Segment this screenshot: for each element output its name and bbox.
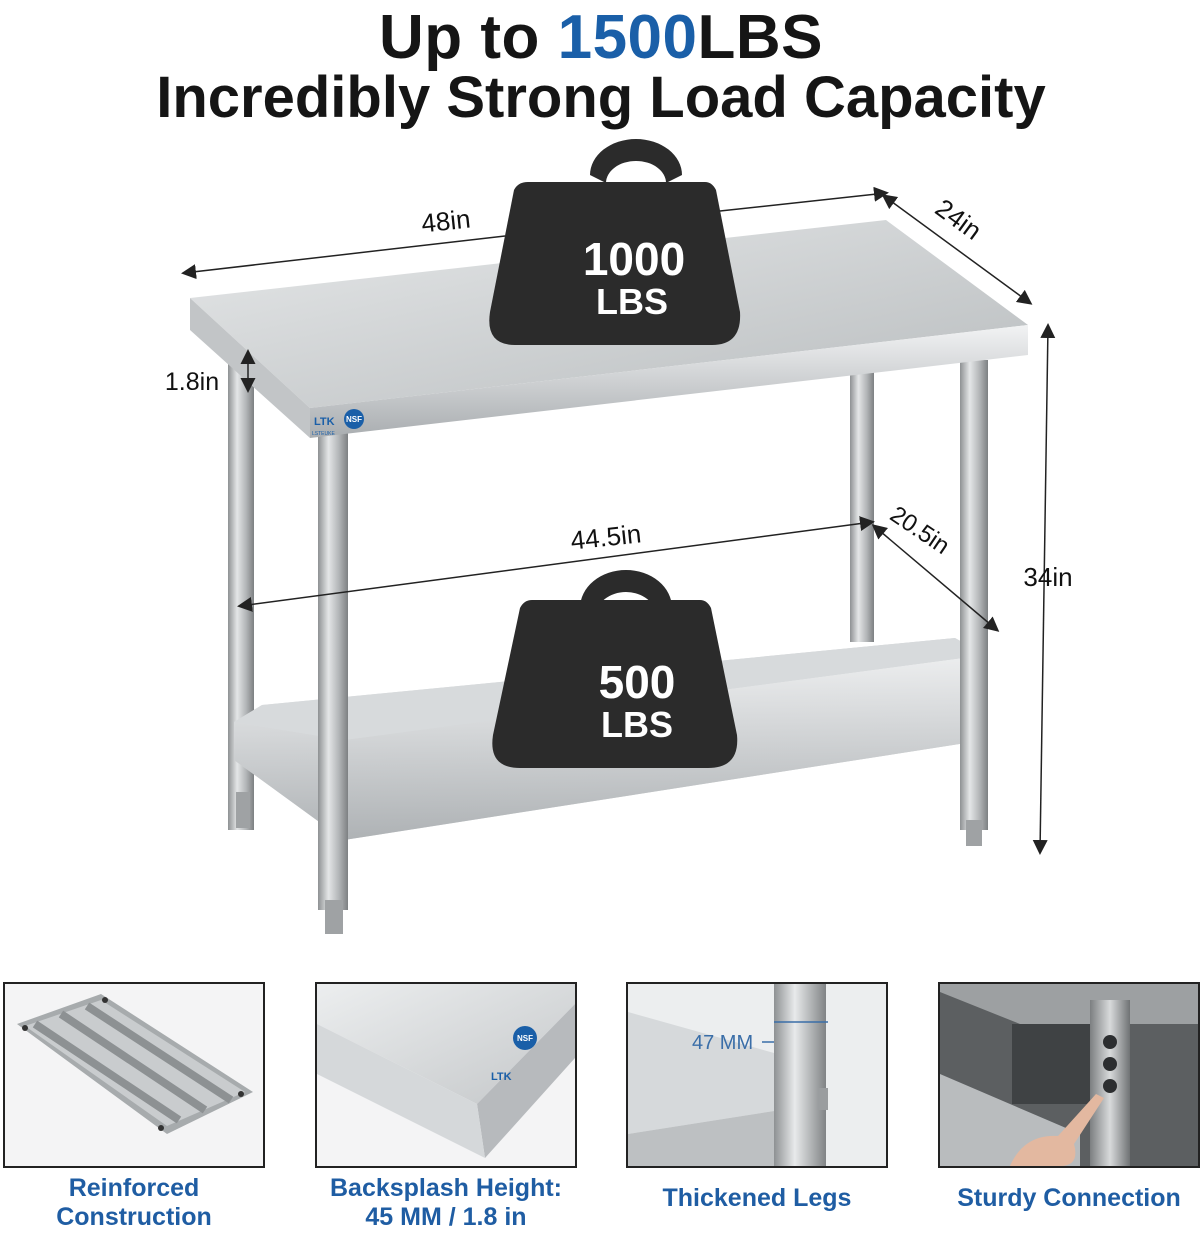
caption-sturdy-connection: Sturdy Connection: [957, 1184, 1181, 1212]
back-left-foot: [236, 792, 250, 828]
brand-badge: LTK: [314, 416, 335, 428]
thumb-sturdy-connection: [938, 982, 1200, 1168]
label-44-5in: 44.5in: [569, 518, 643, 555]
thumb-thickened-legs: 47 MM: [626, 982, 888, 1168]
thumb-reinforced-construction: [3, 982, 265, 1168]
headline-unit: LBS: [697, 3, 824, 72]
weight-500-value: 500: [599, 656, 676, 708]
thumb-backsplash-height: NSF LTK: [315, 982, 577, 1168]
thick-leg-closeup: [774, 984, 826, 1166]
label-34in: 34in: [1023, 562, 1072, 592]
label-1-8in: 1.8in: [165, 368, 219, 396]
dimension-48in: [719, 186, 889, 212]
caption-backsplash-height: Backsplash Height: 45 MM / 1.8 in: [329, 1174, 562, 1231]
worktable-illustration: LTK LSTEUKE NSF 1000 LBS 500 LBS 48in 24…: [165, 139, 1073, 934]
dimension-20-5in: [871, 524, 1000, 632]
headline-prefix: Up to: [378, 3, 558, 72]
svg-text:LTK: LTK: [491, 1071, 512, 1083]
leg-diameter-callout: 47 MM: [692, 1032, 753, 1054]
caption-reinforced-construction: Reinforced Construction: [56, 1174, 212, 1231]
label-24in: 24in: [930, 193, 987, 246]
table-top-edge: [310, 325, 1028, 438]
label-48in: 48in: [420, 204, 472, 239]
weight-1000-unit: LBS: [596, 281, 668, 322]
front-left-leg: [318, 420, 348, 910]
brand-badge-sub: LSTEUKE: [312, 431, 335, 437]
front-right-foot: [966, 820, 982, 846]
weight-1000-value: 1000: [583, 233, 685, 285]
dimension-24in: [881, 194, 1033, 305]
dimension-34in: [1032, 323, 1056, 855]
front-left-foot: [325, 900, 343, 934]
weight-500-icon: 500 LBS: [492, 570, 738, 768]
headline-capacity: Up to 1500LBS: [0, 2, 1202, 73]
svg-text:NSF: NSF: [517, 1034, 533, 1043]
weight-1000-icon: 1000 LBS: [489, 139, 741, 345]
label-20-5in: 20.5in: [885, 501, 954, 560]
headline-subline: Incredibly Strong Load Capacity: [156, 65, 1046, 130]
nsf-badge: [344, 409, 364, 429]
weight-500-unit: LBS: [601, 704, 673, 745]
back-right-leg: [850, 372, 874, 642]
dimension-44-5in: [237, 516, 875, 612]
front-right-leg: [960, 360, 988, 830]
caption-thickened-legs: Thickened Legs: [662, 1184, 852, 1212]
svg-text:NSF: NSF: [346, 415, 362, 424]
headline-number: 1500: [557, 3, 698, 72]
hand-icon: [1010, 1094, 1104, 1166]
